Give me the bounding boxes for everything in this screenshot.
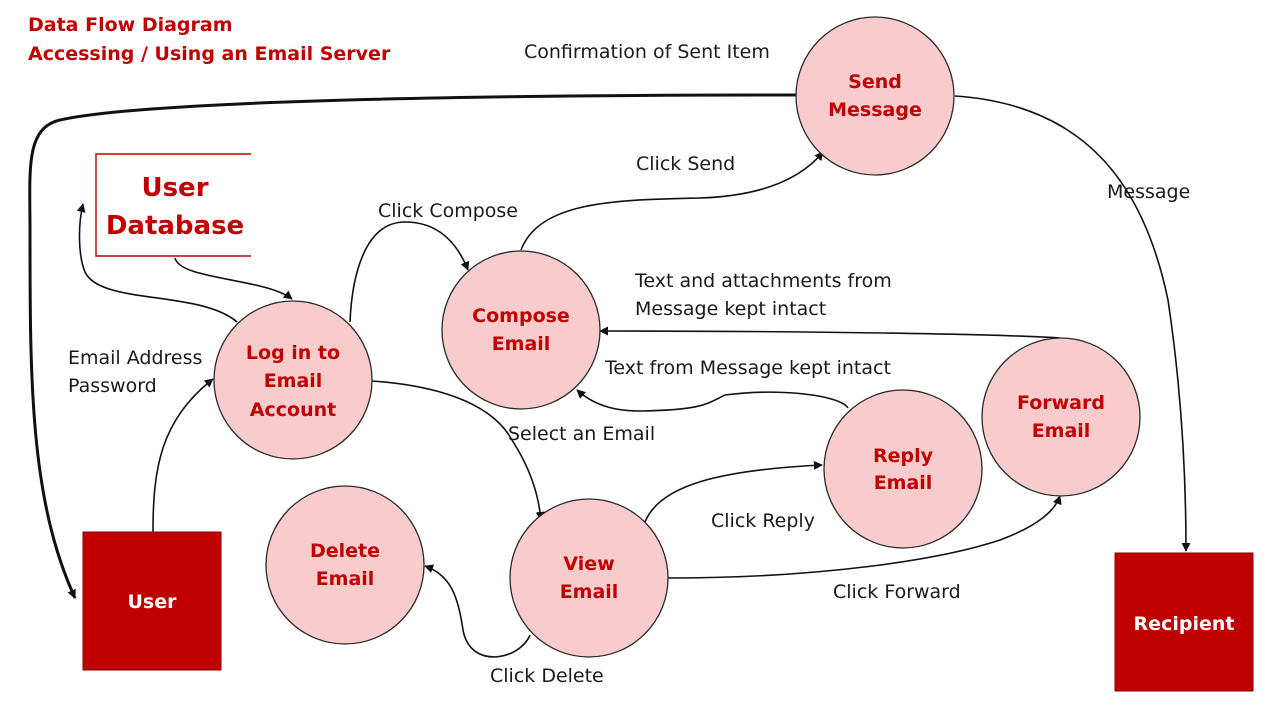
diagram-title: Data Flow Diagram [28, 14, 233, 36]
view-label-line2: Email [560, 581, 619, 603]
entity-user: User [82, 531, 222, 671]
view-label-line1: View [563, 553, 614, 575]
delete-label-line2: Email [316, 568, 375, 590]
login-label-line3: Account [250, 399, 336, 421]
user-database-store: User Database [92, 153, 254, 257]
label-click-compose: Click Compose [378, 200, 518, 222]
process-reply-email: Reply Email [823, 389, 983, 549]
label-confirmation: Confirmation of Sent Item [524, 41, 770, 63]
label-password: Password [68, 375, 157, 397]
flow-click-forward-arrow [667, 495, 1062, 579]
label-attachments-line1: Text and attachments from [634, 270, 892, 292]
delete-label-line1: Delete [310, 540, 380, 562]
login-label-line1: Log in to [246, 342, 340, 364]
user-database-label-line2: Database [106, 211, 244, 241]
recipient-entity-label: Recipient [1134, 613, 1235, 635]
flow-login-to-database-arrow [76, 203, 238, 323]
label-click-send: Click Send [636, 153, 735, 175]
label-click-forward: Click Forward [833, 581, 961, 603]
compose-label-line1: Compose [472, 305, 570, 327]
process-view-email: View Email [509, 498, 669, 658]
process-forward-email: Forward Email [981, 337, 1141, 497]
process-send-message: Send Message [795, 16, 955, 176]
flow-credentials-arrow [152, 378, 214, 533]
label-email-address: Email Address [68, 347, 202, 369]
flow-confirmation-arrow [28, 93, 798, 599]
forward-label-line2: Email [1032, 420, 1091, 442]
send-label-line2: Message [828, 99, 922, 121]
flow-message-arrow [954, 95, 1191, 552]
process-login: Log in to Email Account [213, 300, 373, 460]
flow-reply-to-compose-arrow [576, 389, 849, 412]
diagram-subtitle: Accessing / Using an Email Server [28, 43, 391, 65]
flow-click-compose-arrow [349, 221, 470, 323]
user-entity-label: User [128, 591, 178, 613]
flow-click-delete-arrow [424, 564, 531, 658]
forward-label-line1: Forward [1017, 392, 1105, 414]
login-label-line2: Email [264, 370, 323, 392]
flow-select-email-arrow [371, 380, 545, 521]
label-click-delete: Click Delete [490, 665, 604, 687]
process-compose-email: Compose Email [441, 250, 601, 410]
entity-recipient: Recipient [1114, 552, 1254, 692]
flow-database-to-login-arrow [174, 257, 293, 300]
compose-label-line2: Email [492, 333, 551, 355]
label-attachments-line2: Message kept intact [635, 298, 826, 320]
user-database-label-line1: User [141, 173, 208, 203]
flow-click-reply-arrow [644, 460, 823, 523]
process-delete-email: Delete Email [265, 485, 425, 645]
label-message: Message [1107, 181, 1190, 203]
send-label-line1: Send [848, 71, 902, 93]
label-select-email: Select an Email [508, 423, 655, 445]
label-click-reply: Click Reply [711, 510, 815, 532]
flow-forward-to-compose-arrow [599, 326, 1061, 339]
reply-label-line2: Email [874, 472, 933, 494]
flow-click-send-arrow [520, 151, 824, 251]
reply-label-line1: Reply [873, 445, 934, 467]
label-text-kept: Text from Message kept intact [604, 357, 891, 379]
